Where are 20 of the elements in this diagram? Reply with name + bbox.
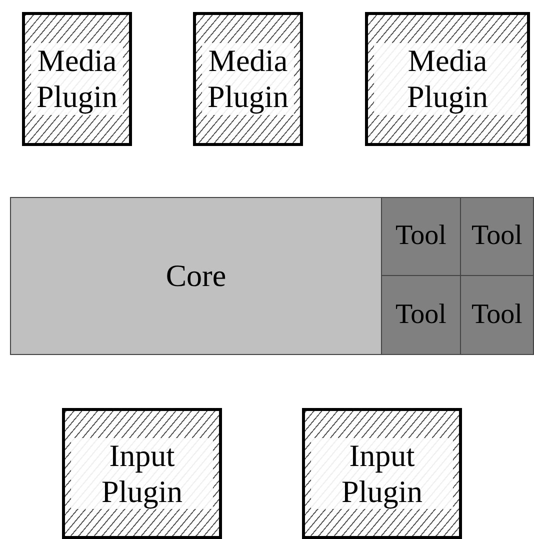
plugin-box: [62, 408, 222, 539]
plugin-box: [193, 12, 303, 146]
plugin-box: [302, 408, 462, 539]
node-label: Media Plugin: [31, 43, 123, 115]
tool-box: [460, 275, 534, 355]
node-label: Media Plugin: [374, 43, 521, 115]
node-label: Input Plugin: [71, 438, 213, 510]
core-box: [10, 197, 382, 355]
node-label: Tool: [472, 298, 522, 332]
node-label: Input Plugin: [311, 438, 453, 510]
node-label: Tool: [472, 220, 522, 253]
plugin-box: [22, 12, 132, 146]
node-label: Tool: [396, 220, 446, 253]
plugin-box: [365, 12, 530, 146]
node-label: Tool: [396, 298, 446, 332]
tool-box: [381, 197, 461, 276]
tool-box: [460, 197, 534, 276]
node-label: Media Plugin: [202, 43, 294, 115]
tool-box: [381, 275, 461, 355]
node-label: Core: [166, 258, 226, 294]
